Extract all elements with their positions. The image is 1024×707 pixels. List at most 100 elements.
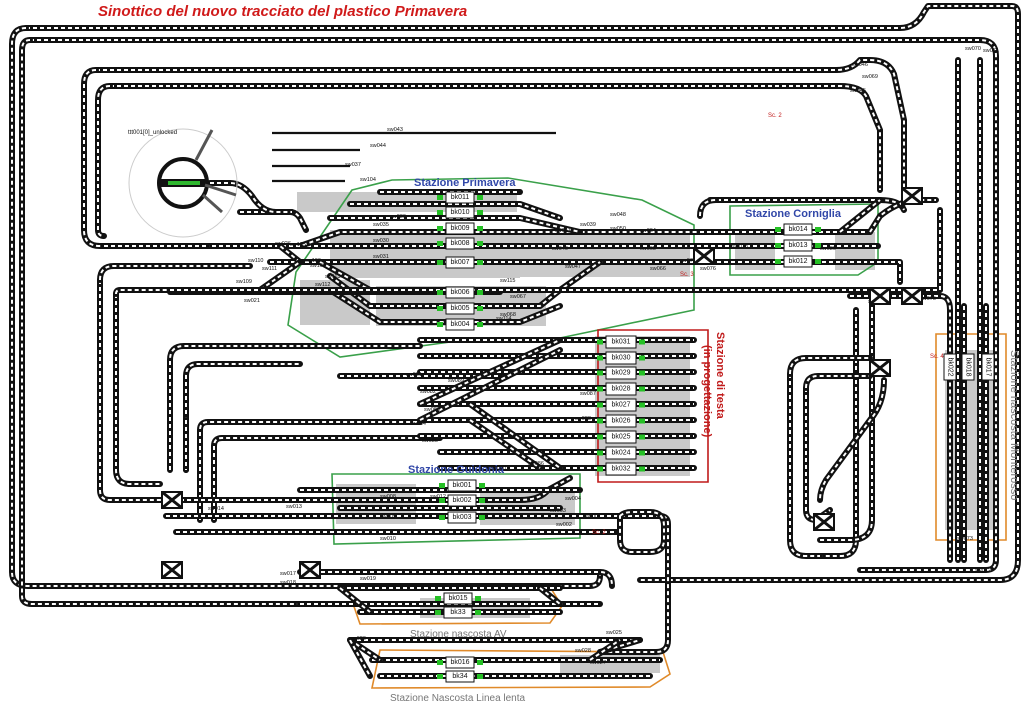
switch-label-sw012[interactable]: sw012 (430, 494, 446, 500)
switch-label-sw043[interactable]: sw043 (387, 127, 403, 133)
switch-label-sw027[interactable]: sw027 (590, 660, 606, 666)
block-bk005[interactable]: bk005 (437, 302, 483, 315)
block-bk002[interactable]: bk002 (439, 494, 485, 507)
switch-label-sw084[interactable]: sw084 (410, 421, 426, 427)
switch-label-sw088[interactable]: sw088 (575, 416, 591, 422)
switch-label-sw040[interactable]: sw040 (552, 246, 568, 252)
block-bk009[interactable]: bk009 (437, 222, 483, 235)
switch-label-sw082[interactable]: sw082 (420, 389, 436, 395)
block-bk001[interactable]: bk001 (439, 479, 485, 492)
switch-label-sw026[interactable]: sw026 (275, 241, 291, 247)
switch-label-sw003[interactable]: sw003 (550, 508, 566, 514)
block-bk004[interactable]: bk004 (437, 318, 483, 331)
switch-label-sw086[interactable]: sw086 (528, 461, 544, 467)
switch-label-sw089[interactable]: sw089 (448, 378, 464, 384)
switch-label-sw018[interactable]: sw018 (280, 580, 296, 586)
switch-label-sw013[interactable]: sw013 (286, 504, 302, 510)
switch-label-sw077[interactable]: sw077 (680, 258, 696, 264)
switch-label-sw081[interactable]: sw081 (406, 372, 422, 378)
switch-label-sw070[interactable]: sw070 (965, 46, 981, 52)
switch-label-sw002[interactable]: sw002 (556, 522, 572, 528)
block-bk016[interactable]: bk016 (437, 656, 483, 669)
switch-label-sw075[interactable]: sw075 (920, 296, 936, 302)
block-bk018[interactable]: bk018 (961, 353, 975, 381)
block-bk003[interactable]: bk003 (439, 511, 485, 524)
switch-label-sw087[interactable]: sw087 (580, 391, 596, 397)
switch-label-sw107[interactable]: sw107 (310, 263, 326, 269)
switch-label-sw090[interactable]: sw090 (490, 466, 506, 472)
switch-label-sw066[interactable]: sw066 (650, 266, 666, 272)
switch-label-sw019[interactable]: sw019 (360, 576, 376, 582)
switch-label-sw046[interactable]: sw046 (852, 62, 868, 68)
block-bk025[interactable]: bk025 (597, 430, 645, 444)
switch-label-sw021[interactable]: sw021 (244, 298, 260, 304)
switch-label-sw028[interactable]: sw028 (575, 648, 591, 654)
switch-label-sw114[interactable]: sw114 (496, 316, 512, 322)
switch-label-sw106[interactable]: sw106 (305, 258, 321, 264)
switch-label-sw036[interactable]: sw036 (390, 214, 406, 220)
switch-label-sw039[interactable]: sw039 (580, 222, 596, 228)
block-bk030[interactable]: bk030 (597, 351, 645, 365)
switch-label-sw110[interactable]: sw110 (248, 258, 264, 264)
switch-label-sw071[interactable]: sw071 (983, 48, 999, 54)
switch-label-sw030[interactable]: sw030 (373, 238, 389, 244)
switch-label-sw068[interactable]: sw068 (500, 312, 516, 318)
switch-label-sw083[interactable]: sw083 (424, 407, 440, 413)
switch-label-sw109[interactable]: sw109 (236, 279, 252, 285)
switch-label-sw072[interactable]: sw072 (975, 568, 991, 574)
switch-label-sw104[interactable]: sw104 (360, 177, 376, 183)
block-bk015[interactable]: bk015 (435, 592, 481, 605)
switch-label-sw010[interactable]: sw010 (380, 536, 396, 542)
switch-label-sw020[interactable]: sw020 (350, 636, 366, 642)
block-bk024[interactable]: bk024 (597, 446, 645, 460)
block-bk028[interactable]: bk028 (597, 382, 645, 396)
switch-label-sw037[interactable]: sw037 (345, 162, 361, 168)
block-bk013[interactable]: bk013 (775, 239, 821, 252)
switch-label-sw044[interactable]: sw044 (370, 143, 386, 149)
switch-label-sw112[interactable]: sw112 (315, 282, 331, 288)
switch-label-sw105[interactable]: sw105 (290, 242, 306, 248)
switch-label-sw076[interactable]: sw076 (700, 266, 716, 272)
switch-label-sw014[interactable]: sw014 (208, 506, 224, 512)
switch-label-sw085[interactable]: sw085 (422, 438, 438, 444)
block-bk33[interactable]: bk33 (435, 606, 481, 619)
block-bk029[interactable]: bk029 (597, 366, 645, 380)
block-bk032[interactable]: bk032 (597, 462, 645, 476)
switch-label-sw008[interactable]: sw008 (380, 494, 396, 500)
block-bk027[interactable]: bk027 (597, 398, 645, 412)
block-bk031[interactable]: bk031 (597, 335, 645, 349)
switch-label-sw048[interactable]: sw048 (610, 212, 626, 218)
switch-label-sw001[interactable]: sw001 (585, 514, 601, 520)
block-bk012[interactable]: bk012 (775, 255, 821, 268)
block-bk026[interactable]: bk026 (597, 414, 645, 428)
switch-label-sw065[interactable]: sw065 (640, 246, 656, 252)
switch-label-sw009[interactable]: sw009 (380, 514, 396, 520)
switch-label-sw035[interactable]: sw035 (373, 222, 389, 228)
switch-label-sw045[interactable]: sw045 (850, 88, 866, 94)
switch-label-sw069[interactable]: sw069 (862, 74, 878, 80)
switch-label-sw067[interactable]: sw067 (510, 294, 526, 300)
switch-label-sw050[interactable]: sw050 (610, 226, 626, 232)
block-bk006[interactable]: bk006 (437, 286, 483, 299)
block-bk008[interactable]: bk008 (437, 237, 483, 250)
switch-label-sw041[interactable]: sw041 (555, 228, 571, 234)
switch-label-sw078[interactable]: sw078 (732, 244, 748, 250)
block-bk014[interactable]: bk014 (775, 223, 821, 236)
switch-label-sw047[interactable]: sw047 (565, 264, 581, 270)
switch-label-sw080[interactable]: sw080 (820, 246, 836, 252)
switch-label-sw111[interactable]: sw111 (262, 266, 277, 272)
block-bk007[interactable]: bk007 (437, 256, 483, 269)
switch-label-sw064[interactable]: sw064 (640, 228, 656, 234)
block-bk022[interactable]: bk022 (943, 353, 957, 381)
switch-label-sw004[interactable]: sw004 (565, 496, 581, 502)
switch-label-sw017[interactable]: sw017 (280, 571, 296, 577)
switch-label-sw115[interactable]: sw115 (500, 278, 516, 284)
block-bk011[interactable]: bk011 (437, 191, 483, 204)
block-bk34[interactable]: bk34 (437, 670, 483, 683)
block-bk010[interactable]: bk010 (437, 206, 483, 219)
switch-label-sw073[interactable]: sw073 (957, 536, 973, 542)
block-bk017[interactable]: bk017 (981, 353, 995, 381)
switch-label-sw113[interactable]: sw113 (325, 274, 341, 280)
switch-label-sw025[interactable]: sw025 (606, 630, 622, 636)
switch-label-sw031[interactable]: sw031 (373, 254, 389, 260)
